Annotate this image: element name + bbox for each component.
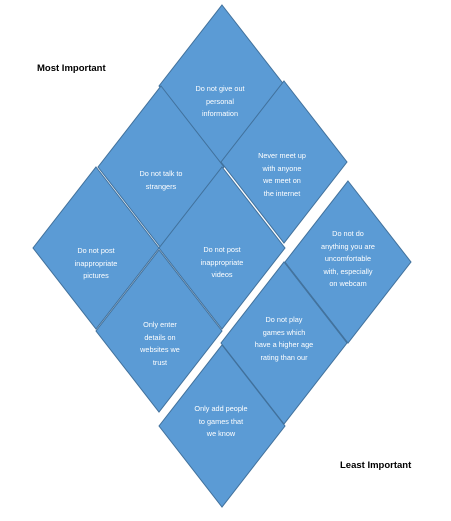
diamond-9-text: Only add people to games that we know bbox=[194, 404, 248, 438]
least-important-label: Least Important bbox=[340, 460, 412, 471]
diamond-9 bbox=[158, 344, 286, 508]
diamond-4 bbox=[32, 166, 160, 330]
diamond-3-text: Never meet up with anyone we meet on the… bbox=[258, 151, 306, 198]
diamond-6 bbox=[284, 180, 412, 344]
diamond-7 bbox=[95, 249, 223, 413]
diamond-4-text: Do not post inappropriate pictures bbox=[74, 246, 118, 280]
most-important-label: Most Important bbox=[37, 63, 106, 74]
diamond-6-text: Do not do anything you are uncomfortable… bbox=[321, 229, 375, 288]
diamond-8-text: Do not play games which have a higher ag… bbox=[254, 315, 314, 366]
diamond-1-text: Do not give out personal information bbox=[195, 84, 245, 118]
diamond-5-text: Do not post inappropriate videos bbox=[200, 245, 244, 279]
diamond-2-text: Do not talk to strangers bbox=[139, 169, 183, 191]
diamond-3 bbox=[220, 80, 348, 244]
diamond-7-text: Only enter details on websites we trust bbox=[140, 320, 180, 367]
diamond-5 bbox=[158, 166, 286, 330]
